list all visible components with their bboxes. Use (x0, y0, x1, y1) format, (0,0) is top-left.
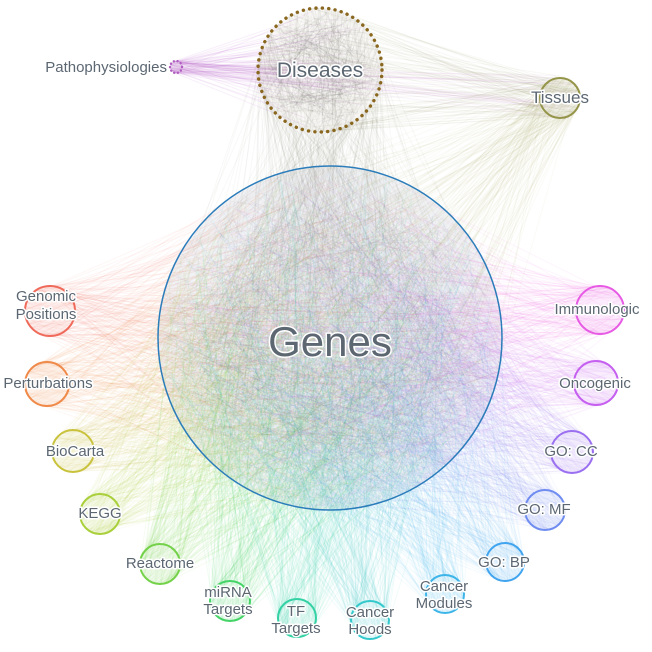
label-kegg: KEGG (78, 505, 121, 522)
edges-oncogenic-genes (164, 174, 619, 509)
edges-immunologic-genes (160, 175, 625, 509)
node-reactome[interactable] (139, 543, 181, 585)
label-pathophysiologies: Pathophysiologies (45, 59, 167, 76)
node-diseases[interactable] (256, 6, 384, 134)
label-go-bp: GO: BP (478, 554, 530, 571)
edge-bundles (24, 7, 625, 640)
node-cancer-modules[interactable] (425, 574, 465, 614)
label-immunologic: Immunologic (554, 301, 640, 318)
label-perturbations: Perturbations (3, 375, 92, 392)
edges-go-cc-genes (171, 186, 594, 507)
edges-go-bp-genes (164, 168, 525, 582)
node-go-bp[interactable] (485, 542, 525, 582)
node-tf-targets[interactable] (277, 598, 317, 638)
edges-cancer-hoods-genes (167, 171, 488, 640)
label-diseases: Diseases (277, 59, 363, 82)
label-genes: Genes (268, 318, 392, 365)
edges-diseases-tissues (257, 7, 582, 133)
node-cancer-hoods[interactable] (350, 600, 390, 640)
edges-perturbations-genes (24, 167, 501, 500)
label-go-mf: GO: MF (517, 501, 570, 518)
edges-pathophysiologies-diseases (170, 10, 380, 127)
edges-diseases-diseases (261, 10, 382, 132)
genes-circle-fill (158, 166, 502, 510)
node-perturbations[interactable] (24, 361, 70, 407)
node-mirna-targets[interactable] (209, 580, 251, 622)
edges-reactome-genes (139, 173, 493, 585)
node-biocarta[interactable] (51, 429, 95, 473)
node-pathophysiologies[interactable] (168, 59, 184, 75)
label-biocarta: BioCarta (46, 443, 105, 460)
edges-mirna-targets-genes (166, 170, 493, 622)
label-oncogenic: Oncogenic (559, 375, 631, 392)
node-go-mf[interactable] (524, 489, 566, 531)
node-kegg[interactable] (79, 493, 121, 535)
label-reactome: Reactome (126, 555, 194, 572)
label-go-cc: GO: CC (544, 443, 598, 460)
edges-tissues-genes (161, 77, 581, 497)
node-genomic-positions[interactable] (24, 285, 76, 337)
node-oncogenic[interactable] (573, 360, 619, 406)
edges-kegg-genes (79, 184, 499, 535)
node-go-cc[interactable] (550, 430, 594, 474)
edges-cancer-modules-genes (163, 172, 491, 614)
node-tissues[interactable] (539, 77, 581, 119)
edges-genomic-positions-genes (24, 175, 495, 509)
edges-tf-targets-genes (170, 173, 499, 638)
node-genes[interactable] (157, 165, 503, 511)
edges-go-mf-genes (159, 167, 566, 531)
node-immunologic[interactable] (575, 285, 625, 335)
label-tissues: Tissues (531, 88, 589, 107)
edges-pathophysiologies-tissues (169, 60, 579, 120)
edges-diseases-genes (163, 7, 501, 508)
edges-biocarta-genes (51, 175, 496, 500)
